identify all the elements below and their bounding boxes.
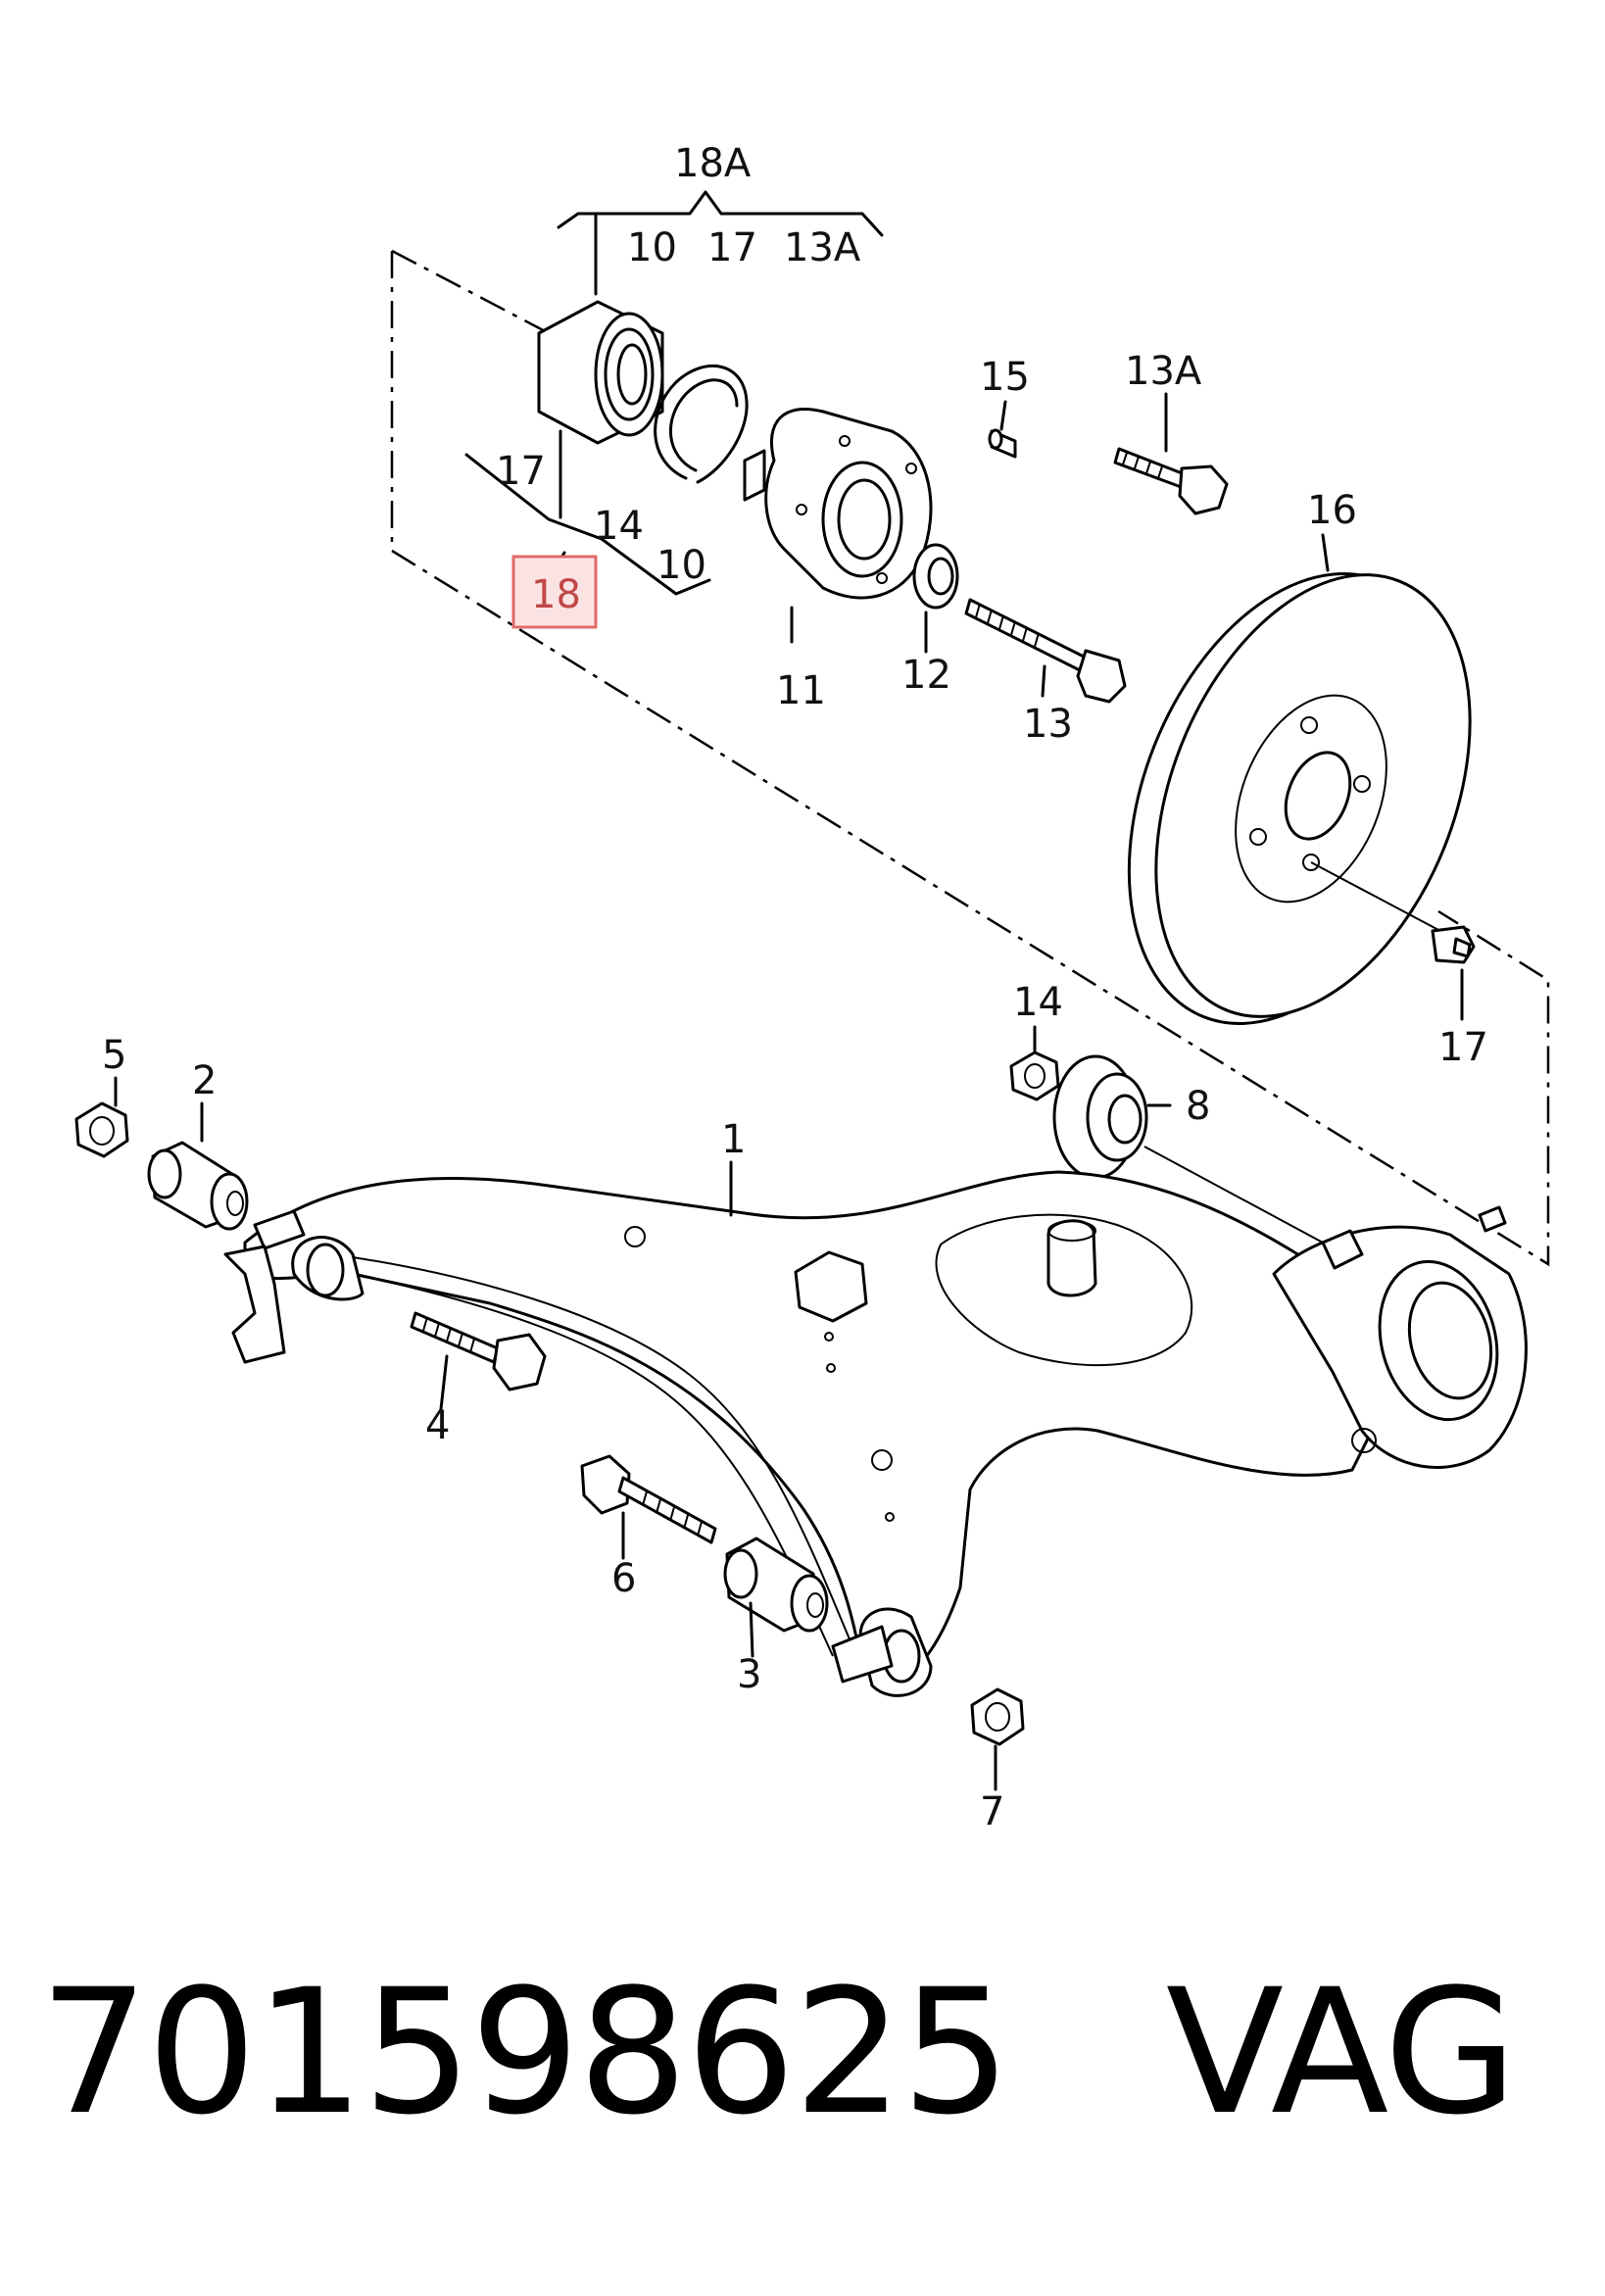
label-6: 6 bbox=[611, 1556, 636, 1601]
circlip bbox=[654, 364, 749, 484]
rubber-mount bbox=[1052, 1054, 1324, 1244]
label-8: 8 bbox=[1186, 1084, 1210, 1129]
nut-5 bbox=[74, 1101, 129, 1158]
hub-washer bbox=[912, 543, 959, 610]
brand-name: VAG bbox=[1165, 1952, 1518, 2153]
control-arm bbox=[223, 1170, 1528, 1697]
label-5: 5 bbox=[102, 1033, 126, 1078]
locating-pin bbox=[988, 428, 1017, 459]
wheel-hub bbox=[743, 407, 933, 600]
label-3: 3 bbox=[737, 1652, 761, 1697]
label-2: 2 bbox=[192, 1058, 217, 1103]
label-13: 13 bbox=[1023, 702, 1073, 747]
label-11: 11 bbox=[776, 668, 826, 713]
disc-screw bbox=[1431, 925, 1476, 964]
nut-7 bbox=[970, 1687, 1025, 1746]
label-7: 7 bbox=[980, 1789, 1004, 1834]
label-18A-top: 18A bbox=[674, 141, 752, 186]
label-14-nut: 14 bbox=[1013, 980, 1063, 1025]
wheel-bearing bbox=[537, 300, 664, 445]
label-15: 15 bbox=[980, 355, 1030, 400]
label-1: 1 bbox=[721, 1117, 746, 1162]
label-12: 12 bbox=[901, 653, 951, 698]
callout-labels: 18A 10 17 13A 17 14 10 18 11 12 13 15 13… bbox=[102, 141, 1488, 1834]
highlight-box-18[interactable] bbox=[511, 555, 598, 629]
part-info: 701598625 VAG bbox=[39, 1945, 1518, 2161]
label-17-top: 17 bbox=[707, 225, 757, 270]
bushing-2 bbox=[147, 1141, 249, 1231]
label-16: 16 bbox=[1307, 488, 1357, 533]
brake-disc bbox=[1127, 571, 1472, 1026]
label-10-top: 10 bbox=[627, 225, 677, 270]
bracket-18A bbox=[557, 190, 884, 296]
label-4: 4 bbox=[425, 1403, 450, 1448]
label-13A-bolt: 13A bbox=[1125, 349, 1202, 394]
bolt-6 bbox=[580, 1454, 717, 1544]
bolt-4 bbox=[410, 1311, 547, 1392]
label-17-disc: 17 bbox=[1438, 1025, 1488, 1070]
label-14-mid: 14 bbox=[594, 504, 644, 549]
label-17-mid: 17 bbox=[496, 449, 546, 494]
hub-bolt bbox=[964, 598, 1127, 704]
label-18[interactable]: 18 bbox=[531, 572, 581, 617]
label-13A-top: 13A bbox=[784, 225, 861, 270]
part-number: 701598625 bbox=[39, 1952, 1011, 2153]
nut-14 bbox=[1009, 1050, 1060, 1101]
label-10-mid: 10 bbox=[657, 543, 706, 588]
bolt-13A bbox=[1113, 447, 1229, 515]
